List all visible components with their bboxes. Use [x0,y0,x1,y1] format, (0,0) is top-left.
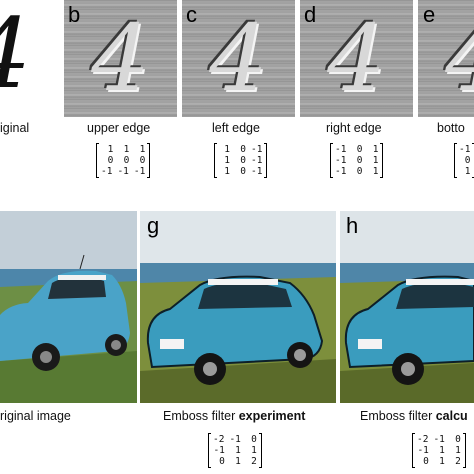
caption-text: Emboss filter [360,409,436,423]
panel-label-d: d [304,2,317,27]
caption-bold-text: calcu [435,409,468,423]
car-scene [0,211,137,403]
bottom-edge-image: 4 [418,0,474,117]
panel-label-h: h [346,213,359,238]
matrix-row: -1-1-1 [101,166,146,177]
panel-label-c: c [186,2,197,27]
matrix-row: 1 [464,166,471,177]
digit-glyph: 4 [327,5,386,112]
right-edge-image: 4 [300,0,413,117]
digit-glyph: 4 [209,5,268,112]
original-digit-image: 4 [0,0,60,117]
original-image-caption: riginal image [0,409,71,423]
matrix-row: 0 [464,155,471,166]
caption-bold-text: experiment [238,409,306,423]
caption-text: Emboss filter [163,409,239,423]
digit-glyph: 4 [91,5,150,112]
car-scene [340,211,474,403]
emboss-calculated-photo: h [340,211,474,403]
upper-edge-image: 4 [64,0,177,117]
original-caption: iginal [0,121,30,135]
original-car-photo [0,211,137,403]
panel-label-e: e [423,2,436,27]
original-digit-panel: 4 [0,0,60,140]
emboss-experiment-photo: g [140,211,336,403]
upper-edge-caption: upper edge [87,121,151,135]
emboss-experiment-caption: Emboss filter experiment [163,409,305,424]
panel-label-b: b [68,2,81,27]
bottom-edge-matrix: -1 0 1 [454,143,474,178]
left-edge-caption: left edge [212,121,260,135]
digit-glyph: 4 [418,0,474,117]
left-edge-image: 4 [182,0,295,117]
bottom-edge-caption: botto [437,121,465,135]
right-edge-caption: right edge [326,121,382,135]
panel-label-g: g [147,213,160,238]
matrix-row: -1 [459,144,471,155]
car-scene [140,211,336,403]
emboss-calculated-caption: Emboss filter calcu [360,409,468,424]
digit-glyph: 4 [0,4,31,104]
